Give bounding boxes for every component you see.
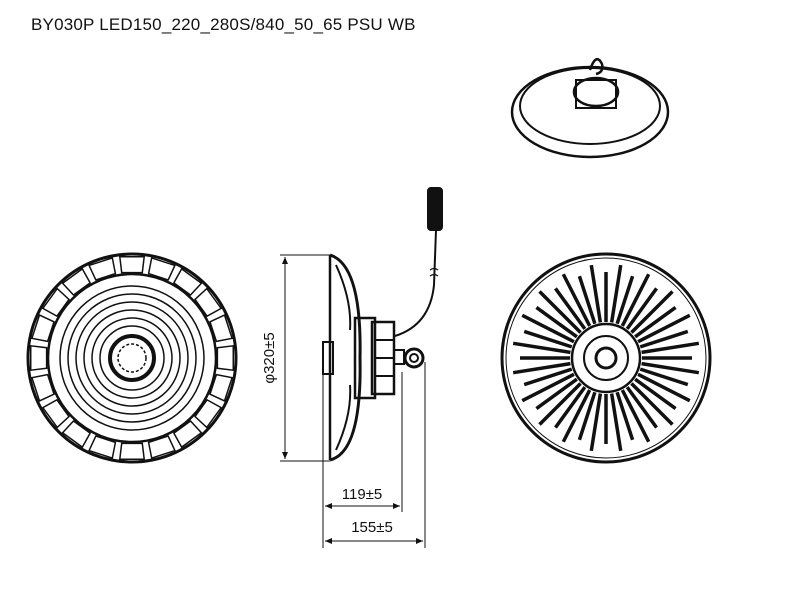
heatsink-fin	[634, 306, 677, 339]
vent-slot	[147, 435, 176, 460]
isometric-view	[510, 57, 670, 159]
diameter-label: φ320±5	[261, 332, 278, 383]
heatsink-fin	[615, 391, 635, 441]
heatsink-fin	[615, 275, 635, 325]
heatsink-fin	[554, 386, 587, 429]
vent-slot	[118, 442, 146, 461]
back-view	[500, 252, 712, 464]
vent-slot	[41, 287, 70, 318]
vent-slot	[209, 373, 234, 402]
heatsink-fin	[512, 341, 571, 355]
vent-slot	[88, 256, 117, 281]
vent-slot	[172, 420, 203, 449]
heatsink-fin	[609, 264, 623, 323]
vent-slot	[194, 287, 223, 318]
heatsink-fin	[523, 329, 573, 349]
heatsink-fin	[561, 273, 592, 327]
heatsink-fin	[625, 386, 658, 429]
dimension-lines	[280, 254, 426, 548]
heatsink-fin	[639, 329, 689, 349]
vent-slot	[172, 267, 203, 296]
heatsink-fin	[620, 389, 651, 443]
total-depth-label: 155±5	[351, 519, 393, 536]
vent-slot	[147, 256, 176, 281]
vent-slot	[30, 314, 55, 343]
heatsink-fin	[538, 290, 582, 334]
heatsink-fin	[620, 273, 651, 327]
heatsink-fin	[535, 306, 578, 339]
vent-slot	[41, 398, 70, 429]
heatsink-fin	[512, 361, 571, 375]
heatsink-fin	[521, 372, 575, 403]
heatsink-fin	[589, 264, 603, 323]
heatsink-fin	[630, 290, 674, 334]
heatsink-fin	[609, 393, 623, 452]
vent-slot	[216, 344, 235, 372]
front-view	[26, 252, 238, 464]
heatsink-fin	[554, 287, 587, 330]
heatsink-fin	[637, 372, 691, 403]
heatsink-fin	[639, 367, 689, 387]
vent-slot	[194, 398, 223, 429]
vent-slot	[61, 420, 92, 449]
side-view	[322, 187, 443, 462]
heatsink-fin	[641, 341, 700, 355]
body-depth-label: 119±5	[342, 486, 383, 503]
heatsink-fin	[589, 393, 603, 452]
heatsink-fin	[523, 367, 573, 387]
heatsink-fin	[637, 313, 691, 344]
heatsink-fin	[625, 287, 658, 330]
heatsink-fin	[521, 313, 575, 344]
vent-slot	[61, 267, 92, 296]
heatsink-fin	[577, 275, 597, 325]
heatsink-fin	[630, 382, 674, 426]
heatsink-fin	[641, 361, 700, 375]
heatsink-fin	[634, 377, 677, 410]
vent-slot	[209, 314, 234, 343]
vent-slot	[29, 344, 48, 372]
heatsink-fin	[538, 382, 582, 426]
product-title: BY030P LED150_220_280S/840_50_65 PSU WB	[31, 15, 416, 34]
heatsink-fin	[561, 389, 592, 443]
heatsink-fin	[577, 391, 597, 441]
vent-slot	[88, 435, 117, 460]
heatsink-fin	[535, 377, 578, 410]
vent-slot	[118, 255, 146, 274]
vent-slot	[30, 373, 55, 402]
